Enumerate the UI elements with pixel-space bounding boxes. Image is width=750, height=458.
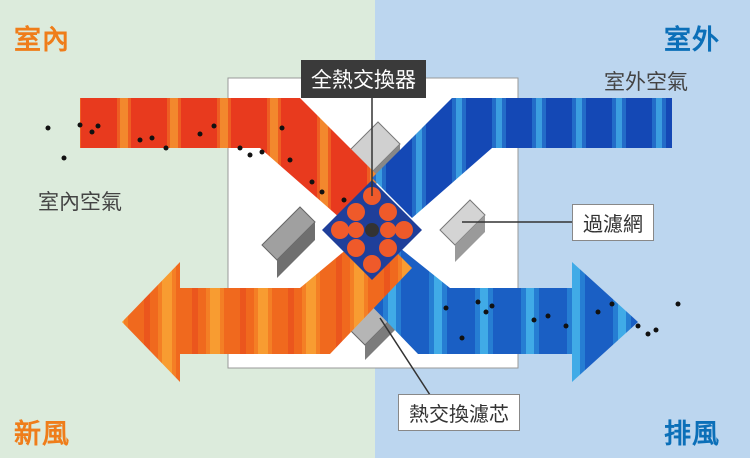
core-callout-line [379, 317, 433, 399]
fresh-air-label: 新風 [14, 419, 70, 450]
dust-particles-indoor [45, 122, 347, 203]
core-center [365, 223, 379, 237]
dust-particles-exhaust [443, 299, 681, 341]
outdoor-air-label: 室外空氣 [604, 70, 688, 94]
exhaust-label: 排風 [664, 419, 720, 450]
heat-exchange-core [322, 180, 422, 280]
outdoor-air-arrow [372, 98, 672, 218]
indoor-label: 室內 [14, 25, 70, 56]
indoor-air-label: 室內空氣 [38, 190, 122, 214]
indoor-air-arrow [80, 98, 380, 218]
core-label: 熱交換濾芯 [398, 394, 520, 431]
filter-label: 過濾網 [572, 204, 654, 241]
outdoor-label: 室外 [664, 25, 720, 56]
core-dots [331, 187, 413, 273]
exhaust-arrow [335, 228, 638, 382]
filter-block-left [261, 206, 316, 278]
fresh-air-arrow [122, 228, 412, 382]
exchanger-label: 全熱交換器 [301, 60, 426, 98]
